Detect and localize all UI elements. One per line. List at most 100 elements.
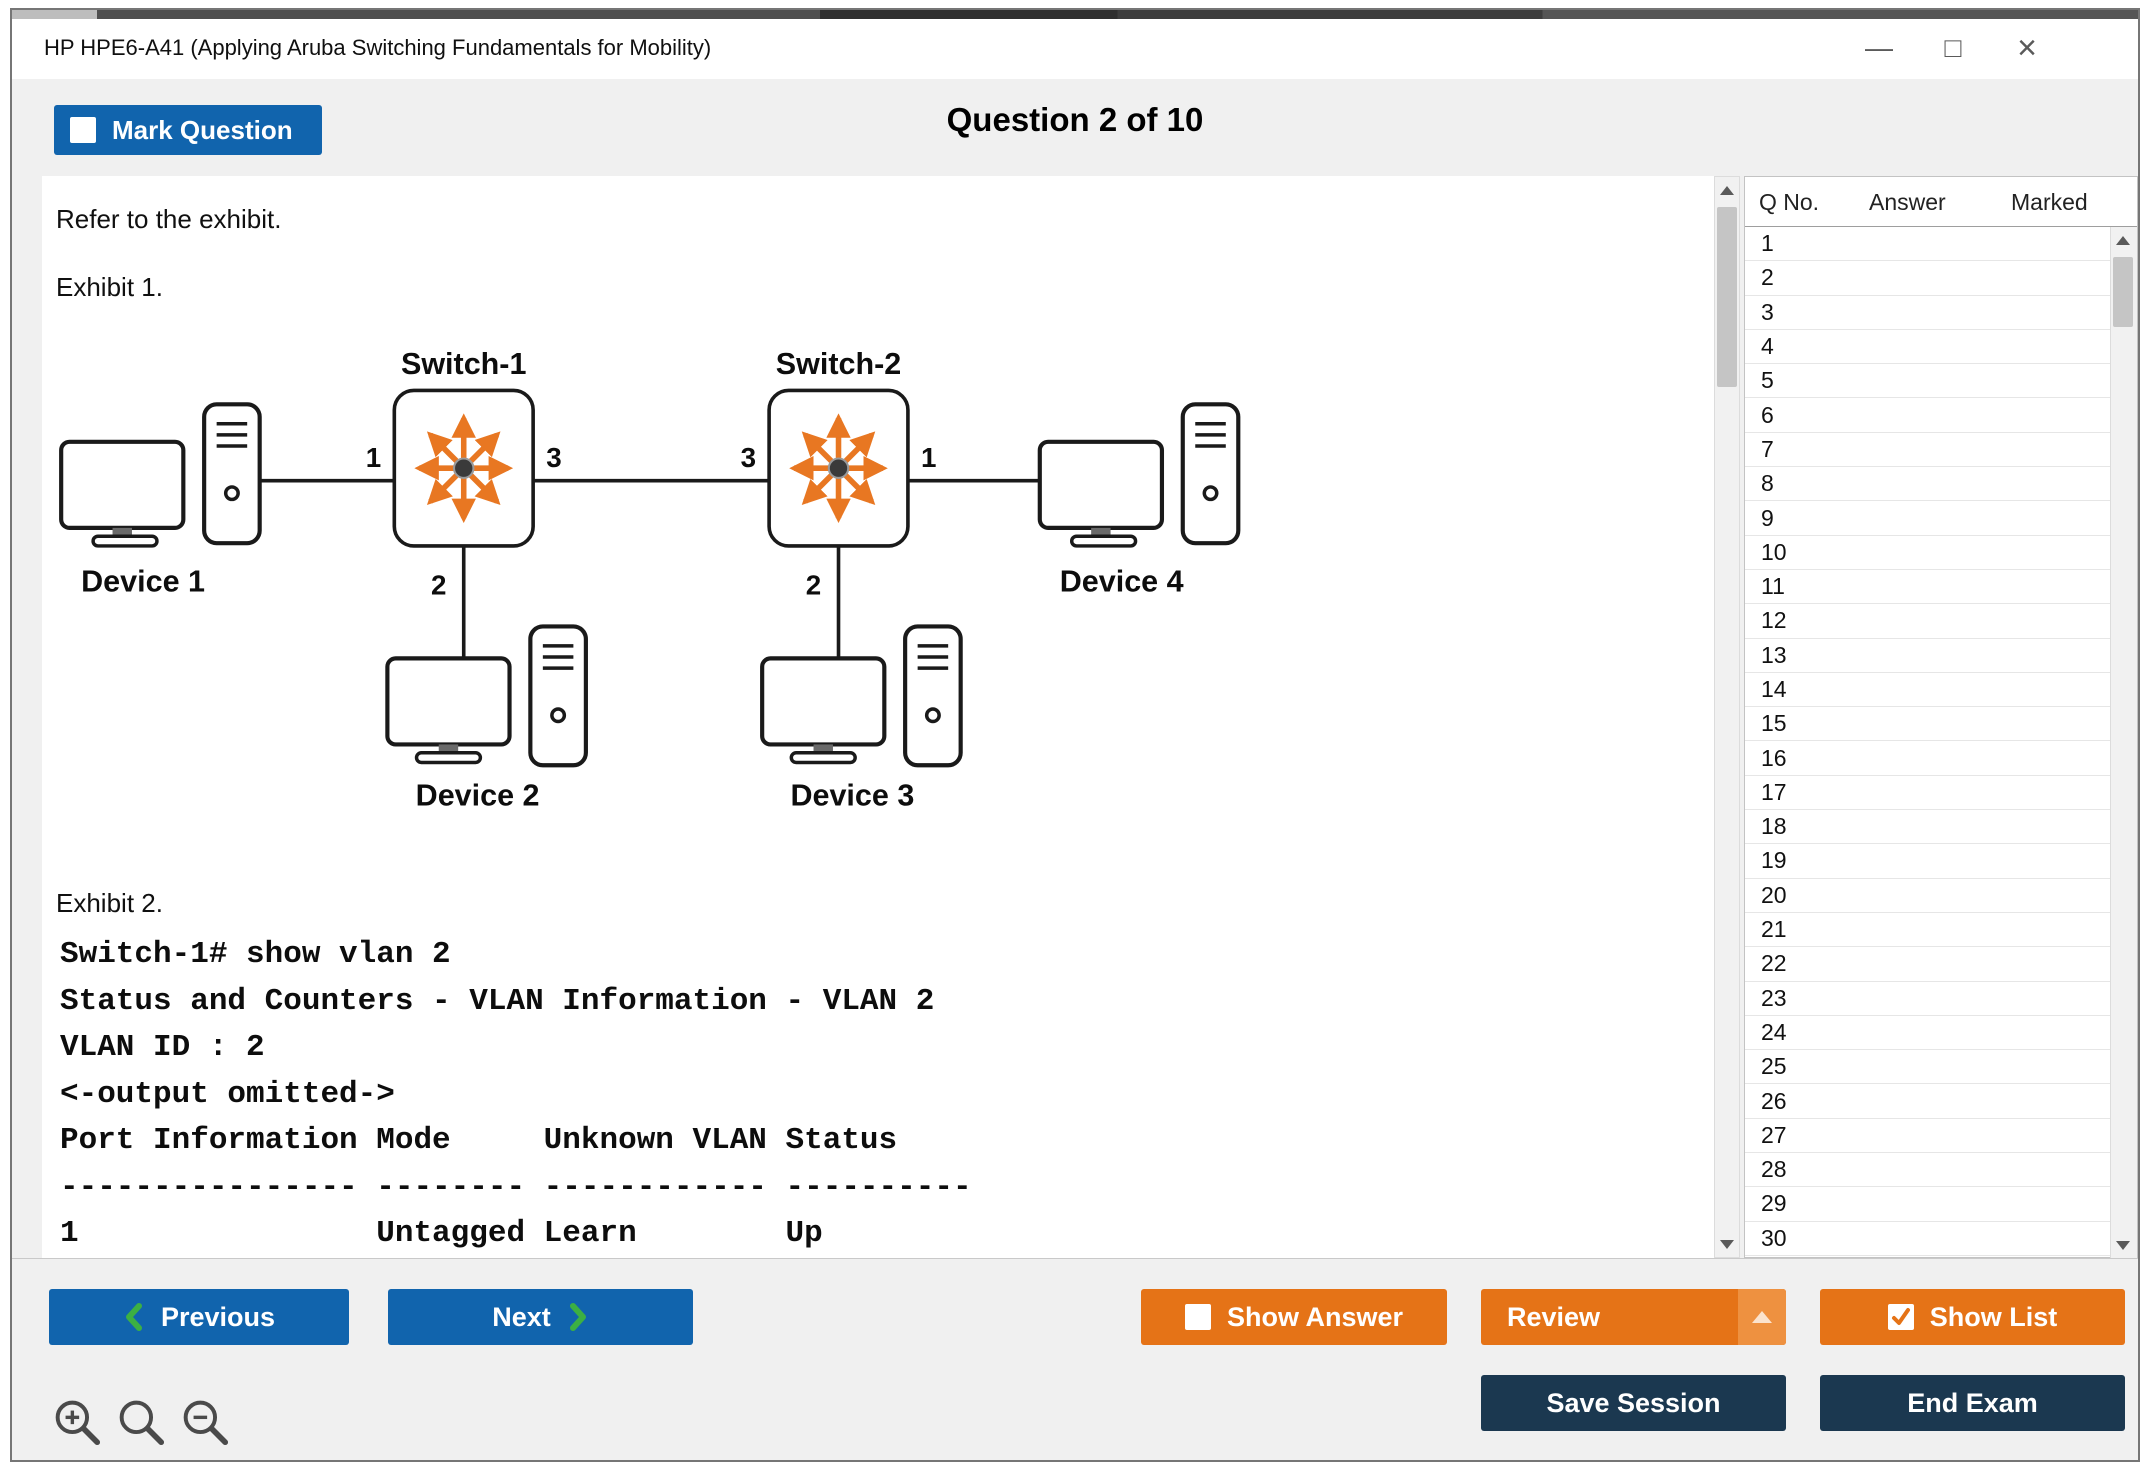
save-session-label: Save Session [1546, 1387, 1721, 1418]
question-list-row[interactable]: 6 [1745, 398, 2111, 433]
previous-button[interactable]: Previous [49, 1289, 349, 1345]
show-list-button[interactable]: Show List [1820, 1289, 2125, 1345]
question-list-row[interactable]: 23 [1745, 982, 2111, 1016]
scroll-up-icon[interactable] [1715, 177, 1739, 203]
mark-question-button[interactable]: Mark Question [54, 105, 322, 155]
next-button[interactable]: Next [388, 1289, 693, 1345]
exhibit1-label: Exhibit 1. [56, 272, 163, 302]
maximize-button[interactable]: □ [1944, 32, 1962, 63]
zoom-out-icon[interactable] [180, 1397, 232, 1449]
question-number: 19 [1761, 847, 1787, 874]
triangle-up-icon [1752, 1311, 1772, 1323]
marked-column-header: Marked [2011, 189, 2088, 215]
next-label: Next [492, 1301, 551, 1332]
question-number: 22 [1761, 950, 1787, 977]
question-number: 15 [1761, 710, 1787, 737]
magnifier-icon[interactable] [116, 1397, 168, 1449]
question-list-row[interactable]: 7 [1745, 433, 2111, 468]
question-number: 24 [1761, 1018, 1787, 1045]
question-list-row[interactable]: 26 [1745, 1084, 2111, 1119]
question-list-scrollbar-thumb[interactable] [2113, 257, 2133, 327]
device1-icon [59, 402, 262, 548]
question-list-row[interactable]: 22 [1745, 947, 2111, 982]
question-list-row[interactable]: 11 [1745, 570, 2111, 605]
qno-column-header: Q No. [1759, 189, 1820, 215]
question-number: 18 [1761, 813, 1787, 840]
device2-label: Device 2 [416, 779, 540, 813]
list-scroll-up-icon[interactable] [2111, 227, 2135, 253]
port-label-s2-right: 1 [921, 442, 936, 473]
footer-bar: Previous Next Show Answer Review Sho [12, 1258, 2138, 1458]
question-list-row[interactable]: 10 [1745, 536, 2111, 570]
scroll-down-icon[interactable] [1715, 1231, 1739, 1257]
device3-icon [760, 624, 963, 768]
device3-label: Device 3 [790, 779, 914, 813]
end-exam-button[interactable]: End Exam [1820, 1375, 2125, 1431]
question-number: 28 [1761, 1156, 1787, 1183]
question-list-row[interactable]: 1 [1745, 227, 2111, 262]
question-number: 10 [1761, 538, 1787, 565]
question-list-row[interactable]: 8 [1745, 467, 2111, 502]
question-number: 2 [1761, 264, 1774, 291]
content-scrollbar[interactable] [1714, 176, 1740, 1258]
question-number: 25 [1761, 1053, 1787, 1080]
question-list-row[interactable]: 29 [1745, 1187, 2111, 1222]
question-list-header: Q No. Answer Marked [1745, 177, 2137, 227]
mark-question-checkbox [70, 117, 96, 143]
device4-label: Device 4 [1060, 565, 1184, 599]
question-list-row[interactable]: 4 [1745, 330, 2111, 365]
answer-column-header: Answer [1869, 189, 1946, 215]
question-list-row[interactable]: 28 [1745, 1153, 2111, 1188]
question-number: 21 [1761, 916, 1787, 943]
show-list-checkbox [1887, 1304, 1914, 1330]
question-number: 20 [1761, 881, 1787, 908]
question-list-row[interactable]: 16 [1745, 741, 2111, 776]
question-list-row[interactable]: 25 [1745, 1050, 2111, 1085]
switch2-icon [767, 388, 910, 548]
review-button[interactable]: Review [1481, 1289, 1786, 1345]
question-list-row[interactable]: 18 [1745, 810, 2111, 845]
zoom-in-icon[interactable] [52, 1397, 104, 1449]
question-list-row[interactable]: 27 [1745, 1119, 2111, 1154]
question-list-row[interactable]: 20 [1745, 879, 2111, 913]
question-list-row[interactable]: 12 [1745, 604, 2111, 639]
question-number: 13 [1761, 641, 1787, 668]
save-session-button[interactable]: Save Session [1481, 1375, 1786, 1431]
show-answer-label: Show Answer [1226, 1301, 1404, 1332]
question-number: 5 [1761, 367, 1774, 394]
question-list-row[interactable]: 2 [1745, 261, 2111, 296]
question-list-row[interactable]: 17 [1745, 776, 2111, 811]
window-title: HP HPE6-A41 (Applying Aruba Switching Fu… [44, 35, 712, 60]
question-list-row[interactable]: 30 [1745, 1222, 2111, 1256]
question-number: 14 [1761, 676, 1787, 702]
question-number: 30 [1761, 1224, 1787, 1251]
question-list-row[interactable]: 3 [1745, 296, 2111, 330]
question-list-row[interactable]: 14 [1745, 673, 2111, 708]
question-number: 7 [1761, 435, 1774, 462]
close-button[interactable]: × [2017, 28, 2037, 67]
question-counter-title: Question 2 of 10 [946, 101, 1204, 138]
question-list-row[interactable]: 19 [1745, 844, 2111, 879]
question-number: 29 [1761, 1190, 1787, 1217]
window-top-edge [12, 10, 2138, 19]
minimize-button[interactable]: — [1865, 32, 1893, 63]
show-answer-button[interactable]: Show Answer [1141, 1289, 1447, 1345]
check-icon [1891, 1308, 1910, 1325]
question-list-row[interactable]: 15 [1745, 707, 2111, 742]
review-dropup-button[interactable] [1738, 1289, 1786, 1345]
switch1-label: Switch-1 [401, 347, 527, 381]
question-number: 17 [1761, 778, 1787, 805]
question-list-row[interactable]: 5 [1745, 364, 2111, 399]
question-list-scrollbar[interactable] [2110, 227, 2137, 1258]
switch1-icon [392, 388, 535, 548]
list-scroll-down-icon[interactable] [2111, 1232, 2135, 1258]
question-list-row[interactable]: 9 [1745, 501, 2111, 536]
question-list-row[interactable]: 24 [1745, 1016, 2111, 1051]
question-list-row[interactable]: 13 [1745, 639, 2111, 673]
content-scrollbar-thumb[interactable] [1717, 207, 1737, 387]
question-number: 3 [1761, 298, 1774, 325]
question-list-row[interactable]: 21 [1745, 913, 2111, 948]
question-number: 23 [1761, 984, 1787, 1011]
